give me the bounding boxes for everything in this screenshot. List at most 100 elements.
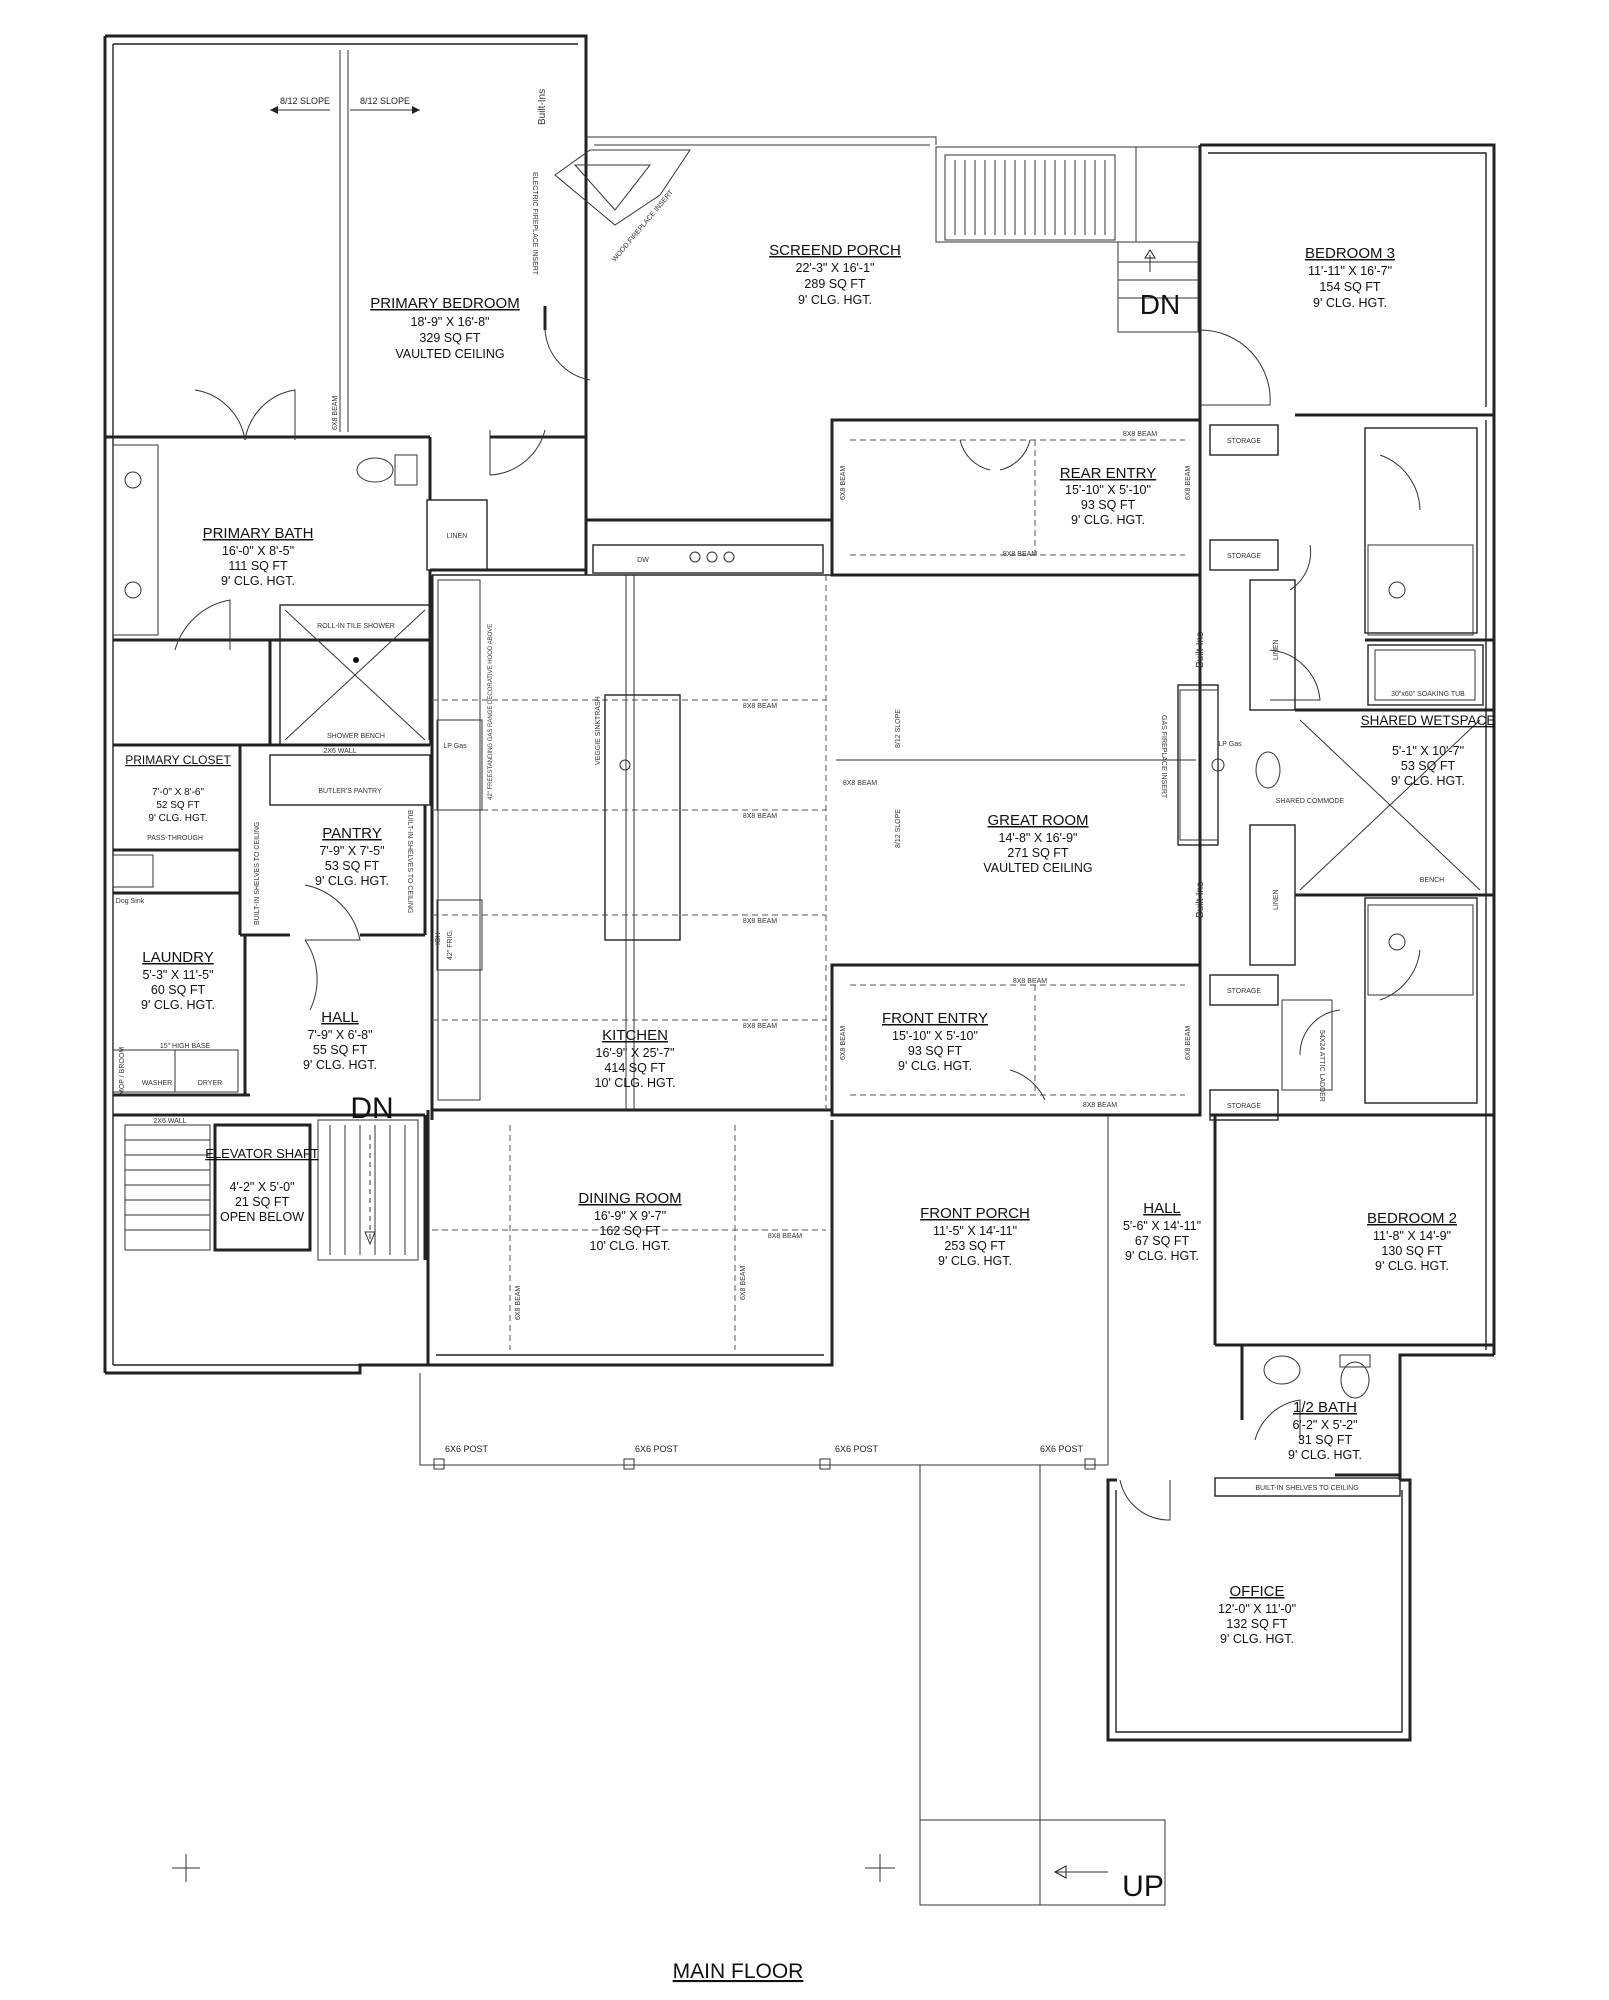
storage-label-4: STORAGE <box>1227 1103 1261 1110</box>
room-dims: 14'-8" X 16'-9" <box>999 831 1078 845</box>
room-dims: 16'-9" X 25'-7" <box>596 1046 675 1060</box>
room-dims: 6'-2" X 5'-2" <box>1292 1418 1357 1432</box>
post-label-4: 6X6 POST <box>1040 1444 1084 1454</box>
room-name: KITCHEN <box>602 1027 668 1044</box>
room-area: 67 SQ FT <box>1135 1234 1190 1248</box>
room-ceiling: 9' CLG. HGT. <box>1391 774 1465 788</box>
storage-label-3: STORAGE <box>1227 988 1261 995</box>
beam-label-front-top: 8X8 BEAM <box>1013 978 1047 985</box>
room-area: 53 SQ FT <box>325 859 380 873</box>
room-name: GREAT ROOM <box>987 812 1088 829</box>
veggie-sink-label: VEGGIE SINK <box>595 720 602 765</box>
room-dims: 15'-10" X 5'-10" <box>1065 483 1151 497</box>
room-area: 60 SQ FT <box>151 983 206 997</box>
room-name: OFFICE <box>1230 1583 1285 1600</box>
room-name: PRIMARY BATH <box>203 525 314 542</box>
room-primary-bath: PRIMARY BATH 16'-0" X 8'-5" 111 SQ FT 9'… <box>203 525 314 588</box>
up-label: UP <box>1122 1870 1164 1903</box>
room-name: BEDROOM 2 <box>1367 1210 1457 1227</box>
room-area: 154 SQ FT <box>1319 280 1380 294</box>
storage-label-2: STORAGE <box>1227 553 1261 560</box>
room-bedroom-3: BEDROOM 3 11'-11" X 16'-7" 154 SQ FT 9' … <box>1305 245 1395 310</box>
room-dims: 16'-0" X 8'-5" <box>222 544 294 558</box>
room-dims: 5'-1" X 10'-7" <box>1392 744 1464 758</box>
room-area: 55 SQ FT <box>313 1043 368 1057</box>
room-name: PRIMARY BEDROOM <box>370 295 519 312</box>
room-rear-entry: REAR ENTRY 15'-10" X 5'-10" 93 SQ FT 9' … <box>1060 465 1156 527</box>
built-ins-label-great-2: Built-Ins <box>1195 882 1206 918</box>
base-15-label: 15" HIGH BASE <box>160 1043 211 1050</box>
room-ceiling: 9' CLG. HGT. <box>315 874 389 888</box>
room-ceiling: 9' CLG. HGT. <box>1288 1448 1362 1462</box>
room-dims: 11'-11" X 16'-7" <box>1308 264 1392 278</box>
room-dims: 12'-0" X 11'-0" <box>1218 1602 1296 1616</box>
room-ceiling: 9' CLG. HGT. <box>898 1059 972 1073</box>
room-dims: 5'-3" X 11'-5" <box>142 968 213 982</box>
interior-walls <box>105 306 1494 1497</box>
room-hall-west: HALL 7'-9" X 6'-8" 55 SQ FT 9' CLG. HGT. <box>303 1009 377 1072</box>
room-ceiling: 9' CLG. HGT. <box>1220 1632 1294 1646</box>
room-great-room: GREAT ROOM 14'-8" X 16'-9" 271 SQ FT VAU… <box>983 812 1092 875</box>
slope-label-right: 8/12 SLOPE <box>360 96 410 106</box>
room-shared-wetspace: SHARED WETSPACE 5'-1" X 10'-7" 53 SQ FT … <box>1361 713 1496 788</box>
built-ins-label-primary: Built-Ins <box>537 89 548 125</box>
room-name: PANTRY <box>322 825 381 842</box>
room-ceiling: 9' CLG. HGT. <box>798 293 872 307</box>
room-area: 132 SQ FT <box>1226 1617 1287 1631</box>
beam-label-kitchen-2: 8X8 BEAM <box>743 813 777 820</box>
beam-label-kitchen-4: 8X8 BEAM <box>743 1023 777 1030</box>
beam-label-6x8-great-2: 6X8 BEAM <box>840 1026 847 1060</box>
electric-fireplace-label: ELECTRIC FIREPLACE INSERT <box>531 172 538 276</box>
room-ceiling: 9' CLG. HGT. <box>1375 1259 1449 1273</box>
dog-sink-label: Dog Sink <box>116 898 145 905</box>
room-area: 111 SQ FT <box>228 559 288 573</box>
room-dims: 7'-9" X 6'-8" <box>307 1028 372 1042</box>
room-half-bath: 1/2 BATH 6'-2" X 5'-2" 31 SQ FT 9' CLG. … <box>1288 1399 1362 1462</box>
room-area: 289 SQ FT <box>804 277 865 291</box>
beam-label-rear-bot: 8X8 BEAM <box>1003 551 1037 558</box>
beam-label-6x8-east-1: 6X8 BEAM <box>1185 466 1192 500</box>
shared-commode-label: SHARED COMMODE <box>1276 798 1345 805</box>
room-name: REAR ENTRY <box>1060 465 1156 482</box>
mop-broom-label: MOP / BROOM <box>119 1047 126 1095</box>
attic-ladder-label: 54X24 ATTIC LADDER <box>1318 1030 1325 1102</box>
room-pantry: PANTRY 7'-9" X 7'-5" 53 SQ FT 9' CLG. HG… <box>315 825 389 888</box>
room-dims: 11'-8" X 14'-9" <box>1373 1229 1451 1243</box>
room-ceiling: 9' CLG. HGT. <box>148 813 207 824</box>
beam-label-6x8-primary: 6X8 BEAM <box>332 396 339 430</box>
built-ins-label-great-1: Built-Ins <box>1195 632 1206 668</box>
wall-2x6-label-2: 2X6 WALL <box>153 1118 186 1125</box>
room-ceiling: 9' CLG. HGT. <box>141 998 215 1012</box>
room-dims: 7'-0" X 8'-6" <box>152 787 205 798</box>
room-dims: 16'-9" X 9'-7" <box>594 1209 666 1223</box>
roll-in-shower-label: ROLL-IN TILE SHOWER <box>317 623 395 630</box>
builtin-shelves-office-label: BUILT-IN SHELVES TO CEILING <box>1255 1485 1358 1492</box>
soaking-tub-label: 30"x60" SOAKING TUB <box>1391 691 1465 698</box>
room-elevator-shaft: ELEVATOR SHAFT 4'-2" X 5'-0" 21 SQ FT OP… <box>205 1146 318 1224</box>
slope-label-left: 8/12 SLOPE <box>280 96 330 106</box>
gas-fireplace-label: GAS FIREPLACE INSERT <box>1160 715 1167 799</box>
doors <box>174 329 1421 1521</box>
lp-gas-label-fireplace: LP Gas <box>1218 741 1242 748</box>
dn-label-main: DN <box>350 1092 393 1125</box>
room-area: 414 SQ FT <box>604 1061 665 1075</box>
room-area: 52 SQ FT <box>156 800 199 811</box>
room-dims: 15'-10" X 5'-10" <box>892 1029 978 1043</box>
post-label-3: 6X6 POST <box>835 1444 879 1454</box>
wall-2x6-label-1: 2X6 WALL <box>323 748 356 755</box>
beam-label-6x8-dining-1: 6X8 BEAM <box>515 1286 522 1320</box>
room-dims: 7'-9" X 7'-5" <box>319 844 384 858</box>
room-dims: 4'-2" X 5'-0" <box>229 1180 294 1194</box>
room-ceiling: 9' CLG. HGT. <box>1313 296 1387 310</box>
room-name: FRONT ENTRY <box>882 1010 988 1027</box>
dw-label: DW <box>637 557 649 564</box>
beam-label-6x8-great-1: 6X8 BEAM <box>840 466 847 500</box>
room-name: ELEVATOR SHAFT <box>205 1146 318 1161</box>
room-dims: 18'-9" X 16'-8" <box>411 315 490 329</box>
room-front-entry: FRONT ENTRY 15'-10" X 5'-10" 93 SQ FT 9'… <box>882 1010 988 1073</box>
room-name: HALL <box>321 1009 359 1026</box>
beam-label-dining: 8X8 BEAM <box>768 1233 802 1240</box>
porch-posts: 6X6 POST 6X6 POST 6X6 POST 6X6 POST <box>433 1444 1096 1470</box>
slope-label-great-1: 8/12 SLOPE <box>895 709 902 748</box>
room-area: 271 SQ FT <box>1007 846 1068 860</box>
